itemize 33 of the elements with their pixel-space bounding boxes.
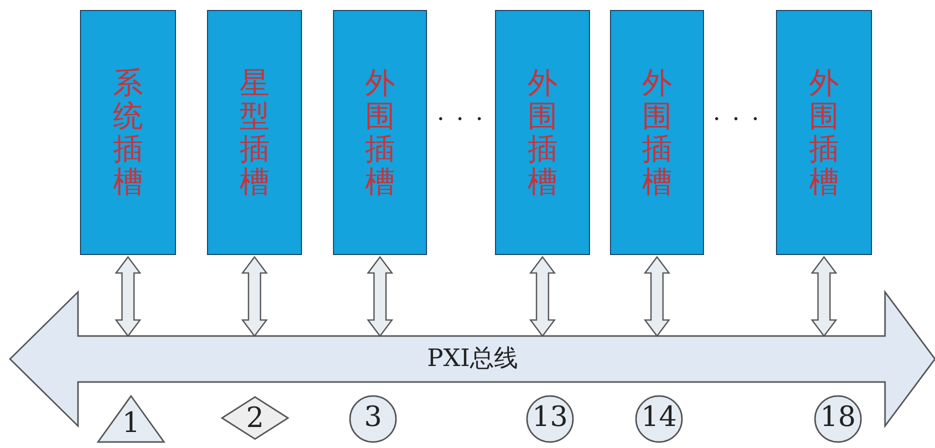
slot-number: 14 [641, 400, 677, 433]
triangle-marker [98, 396, 164, 442]
slot-box [80, 10, 176, 255]
slot-label: 外围插槽 [809, 66, 839, 198]
double-arrow [810, 256, 838, 338]
circle-marker [815, 396, 861, 442]
slot-number: 18 [820, 400, 856, 433]
ellipsis: · · · [712, 105, 762, 133]
double-arrow [644, 256, 670, 338]
double-arrow [529, 256, 556, 338]
slot-label: 外围插槽 [365, 66, 395, 198]
double-arrow [114, 256, 142, 338]
slot-box [610, 10, 704, 255]
slot-number: 1 [122, 406, 140, 439]
circle-marker [350, 396, 396, 442]
slot-box [207, 10, 302, 255]
slot-number: 3 [364, 400, 382, 433]
slot-label: 星型插槽 [240, 66, 270, 198]
circle-marker [636, 396, 682, 442]
diamond-marker [222, 397, 288, 439]
bus-label: PXI总线 [426, 343, 519, 374]
slot-number: 13 [532, 400, 568, 433]
circle-marker [527, 396, 573, 442]
slot-label: 系统插槽 [113, 66, 143, 198]
ellipsis: · · · [436, 105, 486, 133]
slot-box [333, 10, 427, 255]
double-arrow [241, 256, 268, 338]
slot-number: 2 [246, 401, 264, 434]
slot-box [495, 10, 590, 255]
slot-box [776, 10, 872, 255]
double-arrow [366, 256, 394, 338]
slot-label: 外围插槽 [528, 66, 558, 198]
slot-label: 外围插槽 [642, 66, 672, 198]
